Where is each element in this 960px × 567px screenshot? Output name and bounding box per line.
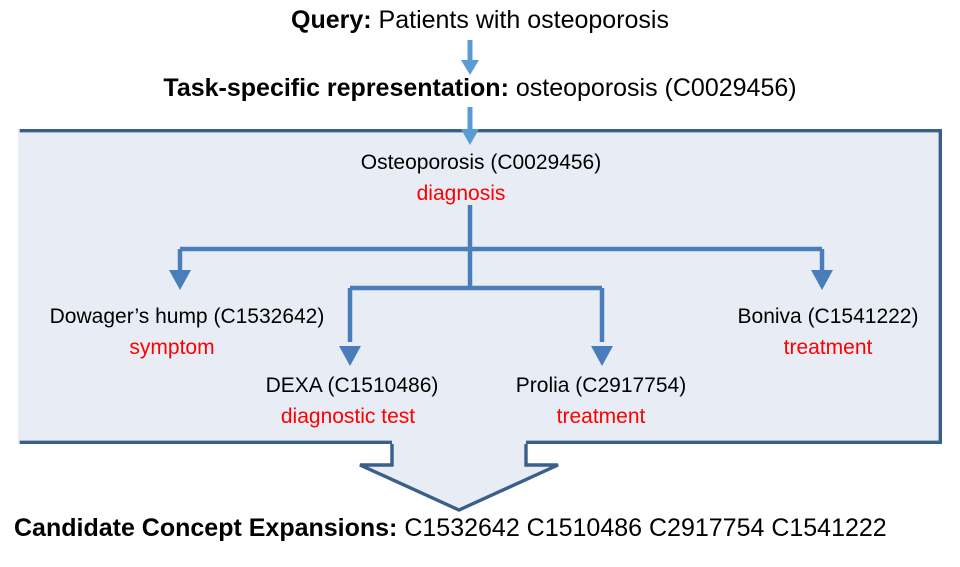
arrowhead-mid2-child (591, 346, 613, 366)
tree-connectors (177, 205, 825, 342)
knowledge-graph-box-outline (19, 129, 942, 444)
arrowhead-left-child (169, 270, 191, 290)
expansion-block-arrow (359, 444, 559, 512)
node-root-concept: Osteoporosis (C0029456) (360, 151, 602, 174)
query-text: Patients with osteoporosis (371, 6, 669, 34)
flow-arrow-representation-to-graph (461, 107, 479, 145)
node-diagnostic-test-relation: diagnostic test (280, 405, 416, 428)
candidate-expansions-cuis: C1532642 C1510486 C2917754 C1541222 (397, 514, 887, 542)
task-representation-text: osteoporosis (C0029456) (508, 74, 797, 102)
node-treatment-boniva-relation: treatment (783, 336, 873, 359)
node-treatment-prolia-relation: treatment (556, 405, 646, 428)
node-diagnostic-test-concept: DEXA (C1510486) (265, 374, 439, 397)
node-symptom-concept: Dowager’s hump (C1532642) (49, 305, 325, 328)
candidate-expansions-label: Candidate Concept Expansions: (14, 514, 398, 542)
query-label: Query: (291, 6, 372, 34)
candidate-expansions-line: Candidate Concept Expansions: C1532642 C… (14, 516, 887, 541)
arrowhead-right-child (811, 270, 833, 290)
node-treatment-boniva-concept: Boniva (C1541222) (737, 305, 919, 328)
flow-arrow-query-to-representation (461, 40, 479, 75)
task-representation-label: Task-specific representation: (163, 74, 509, 102)
node-symptom-relation: symptom (129, 336, 215, 359)
task-representation-line: Task-specific representation: osteoporos… (163, 76, 796, 101)
node-treatment-prolia-concept: Prolia (C2917754) (515, 374, 687, 397)
arrowhead-mid1-child (339, 346, 361, 366)
query-line: Query: Patients with osteoporosis (291, 8, 669, 33)
knowledge-graph-box (18, 129, 942, 465)
tree-arrowheads (169, 270, 833, 366)
node-root-relation: diagnosis (416, 182, 506, 205)
